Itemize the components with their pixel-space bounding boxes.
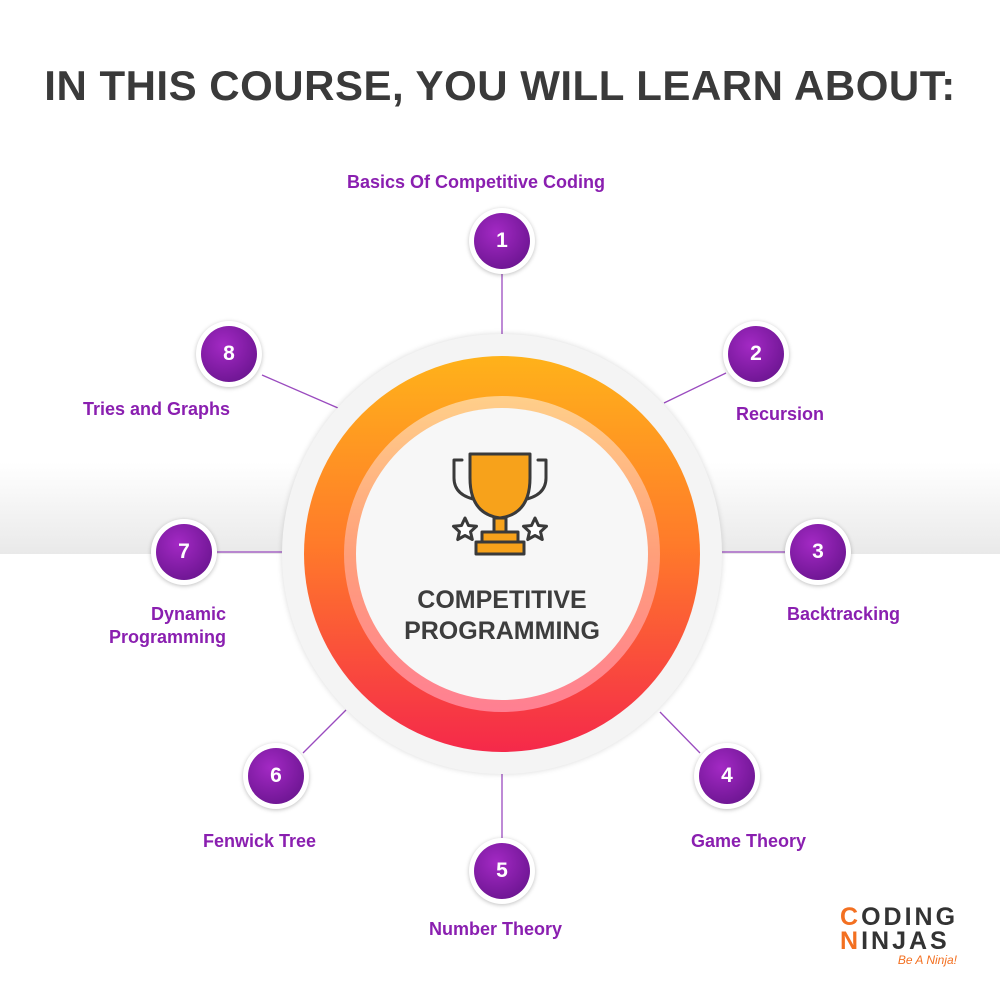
topic-label-1: Basics Of Competitive Coding <box>347 172 606 192</box>
topic-label-3: Backtracking <box>787 604 901 624</box>
topic-number-1: 1 <box>474 213 530 269</box>
topic-number-6: 6 <box>248 748 304 804</box>
topic-node-6: 6 <box>243 743 309 809</box>
logo-line-1: CODING <box>840 903 965 931</box>
topic-number-7: 7 <box>156 524 212 580</box>
topic-node-8: 8 <box>196 321 262 387</box>
topic-number-4: 4 <box>699 748 755 804</box>
topic-node-1: 1 <box>469 208 535 274</box>
topic-label-6: Fenwick Tree <box>203 831 317 851</box>
logo-line-2-initial: N <box>840 927 862 955</box>
connector-8 <box>261 374 339 409</box>
topic-label-2: Recursion <box>736 404 825 424</box>
connector-4 <box>659 711 701 754</box>
topic-label-4: Game Theory <box>691 831 807 851</box>
logo-tagline: Be A Ninja! <box>897 953 957 967</box>
logo-line-1-rest: ODING <box>861 903 959 931</box>
logo-line-1-initial: C <box>840 903 862 931</box>
topic-label-8: Tries and Graphs <box>83 399 231 419</box>
logo-line-2: NINJAS <box>840 927 965 955</box>
topic-node-3: 3 <box>785 519 851 585</box>
topic-node-5: 5 <box>469 838 535 904</box>
page-title: IN THIS COURSE, YOU WILL LEARN ABOUT: <box>44 62 956 109</box>
topic-node-4: 4 <box>694 743 760 809</box>
topic-node-2: 2 <box>723 321 789 387</box>
logo-line-2-rest: INJAS <box>861 927 950 955</box>
topic-label-7-line2: Programming <box>108 627 226 647</box>
topic-label-7: Dynamic Programming <box>86 603 226 649</box>
brand-logo: CODING NINJAS Be A Ninja! <box>840 903 965 968</box>
topic-number-3: 3 <box>790 524 846 580</box>
center-label-line2: PROGRAMMING <box>404 617 600 645</box>
center-label: COMPETITIVE PROGRAMMING <box>380 585 624 647</box>
topic-label-7-line1: Dynamic <box>150 604 226 624</box>
connector-6 <box>302 709 347 754</box>
topic-label-5: Number Theory <box>429 919 563 939</box>
trophy-icon <box>448 448 552 573</box>
connector-2 <box>663 372 727 404</box>
topic-number-5: 5 <box>474 843 530 899</box>
center-label-line1: COMPETITIVE <box>417 586 587 614</box>
topic-node-7: 7 <box>151 519 217 585</box>
topic-number-8: 8 <box>201 326 257 382</box>
topic-number-2: 2 <box>728 326 784 382</box>
